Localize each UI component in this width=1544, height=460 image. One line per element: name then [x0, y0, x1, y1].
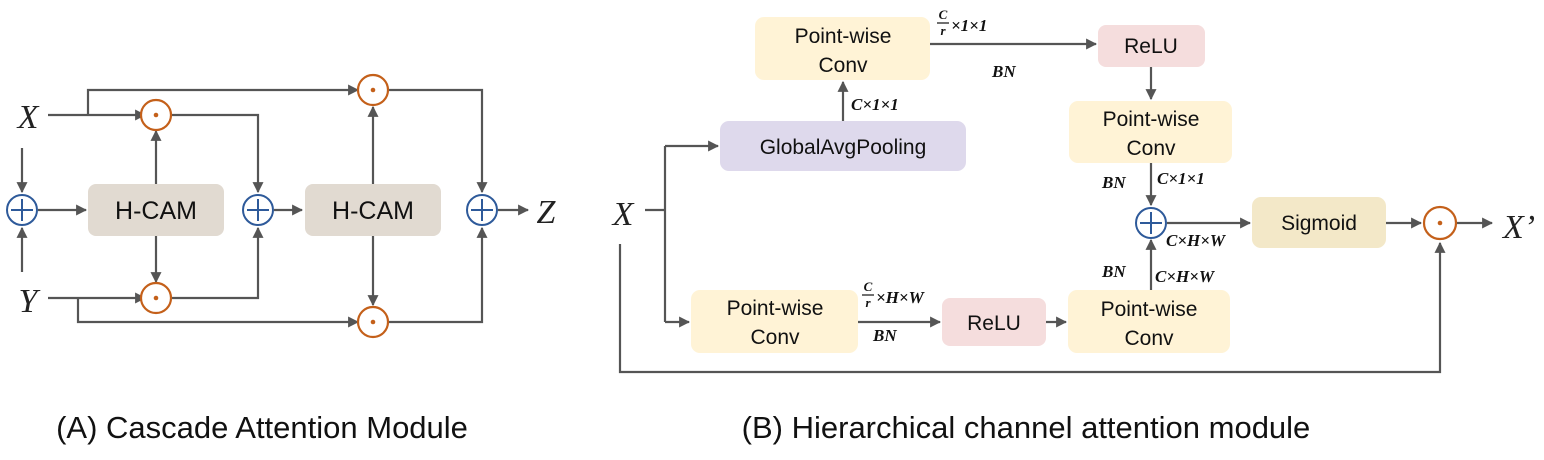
- panel-a: X Y Z H-CAM H-CAM: [6, 73, 557, 445]
- hcam-block-1: H-CAM: [88, 184, 224, 236]
- relu-bottom-bg: [942, 298, 1046, 346]
- annotation-c11-gap: C×1×1: [851, 95, 899, 114]
- input-x-label: X: [16, 99, 40, 136]
- annotation-frac-bot: C r ×H×W: [862, 279, 926, 310]
- add-operator-icon: [1135, 207, 1167, 239]
- sigmoid-label: Sigmoid: [1281, 212, 1357, 235]
- add-operator-icon: [6, 194, 38, 226]
- input-y-label: Y: [19, 283, 41, 320]
- connector: [172, 113, 264, 194]
- pointwise-conv-br-label-1: Point-wise: [1101, 298, 1198, 321]
- multiply-operator-icon: [1422, 205, 1458, 241]
- annotation-bn-bot: BN: [872, 326, 897, 345]
- add-operator-icon: [242, 194, 274, 226]
- pointwise-conv-block-mid: Point-wise Conv: [1069, 101, 1232, 163]
- annotation-bn-br: BN: [1101, 262, 1126, 281]
- pointwise-conv-top-label-2: Conv: [818, 54, 868, 77]
- pointwise-conv-bl-label-1: Point-wise: [727, 297, 824, 320]
- pointwise-conv-top-bg: [755, 17, 930, 80]
- multiply-operator-icon: [356, 73, 390, 107]
- hcam-block-2-bg: [305, 184, 441, 236]
- pointwise-conv-mid-label-1: Point-wise: [1103, 108, 1200, 131]
- relu-bottom-label: ReLU: [967, 312, 1021, 335]
- relu-block-bottom: ReLU: [942, 298, 1046, 346]
- pointwise-conv-br-bg: [1068, 290, 1230, 353]
- hcam-block-2: H-CAM: [305, 184, 441, 236]
- pointwise-conv-mid-bg: [1069, 101, 1232, 163]
- output-xprime-label: X’: [1501, 209, 1535, 246]
- connector: [86, 84, 360, 115]
- panel-a-caption: (A) Cascade Attention Module: [56, 410, 468, 445]
- multiply-operator-icon: [356, 305, 390, 339]
- annotation-c11-mid: C×1×1: [1157, 169, 1205, 188]
- annotation-bn-mid: BN: [1101, 173, 1126, 192]
- multiply-operator-icon: [139, 281, 173, 315]
- sigmoid-bg: [1252, 197, 1386, 248]
- pointwise-conv-block-bottom-left: Point-wise Conv: [691, 290, 858, 353]
- hcam-block-1-bg: [88, 184, 224, 236]
- output-z-label: Z: [537, 194, 557, 231]
- annotation-frac-top-den: r: [940, 23, 946, 38]
- add-operator-icon: [466, 194, 498, 226]
- connector: [389, 88, 488, 194]
- connector: [172, 226, 264, 300]
- pointwise-conv-top-label-1: Point-wise: [795, 25, 892, 48]
- global-avg-pooling-bg: [720, 121, 966, 171]
- hcam-block-1-label: H-CAM: [115, 197, 197, 225]
- annotation-chw-sum: C×H×W: [1166, 231, 1227, 250]
- relu-top-label: ReLU: [1124, 35, 1178, 58]
- annotation-frac-bot-den: r: [865, 295, 871, 310]
- pointwise-conv-mid-label-2: Conv: [1126, 137, 1176, 160]
- annotation-frac-bot-rest: ×H×W: [876, 288, 926, 307]
- annotation-frac-top: C r ×1×1: [937, 7, 987, 38]
- global-avg-pooling-label: GlobalAvgPooling: [760, 136, 927, 159]
- annotation-chw-br: C×H×W: [1155, 267, 1216, 286]
- connector: [389, 226, 488, 324]
- global-avg-pooling-block: GlobalAvgPooling: [720, 121, 966, 171]
- relu-block-top: ReLU: [1098, 25, 1205, 67]
- connector: [618, 241, 1446, 374]
- annotation-bn-top: BN: [991, 62, 1016, 81]
- relu-top-bg: [1098, 25, 1205, 67]
- panel-b-connectors: [618, 38, 1494, 374]
- connector: [76, 298, 360, 328]
- sigmoid-block: Sigmoid: [1252, 197, 1386, 248]
- hcam-block-2-label: H-CAM: [332, 197, 414, 225]
- panel-b: X X’ GlobalAvgPooling Point-wise Conv Re…: [611, 7, 1535, 445]
- pointwise-conv-block-top: Point-wise Conv: [755, 17, 930, 80]
- multiply-operator-icon: [139, 98, 173, 132]
- pointwise-conv-bl-label-2: Conv: [750, 326, 800, 349]
- pointwise-conv-bl-bg: [691, 290, 858, 353]
- input-x-label: X: [611, 196, 635, 233]
- panel-a-connectors: [16, 84, 530, 328]
- panel-b-caption: (B) Hierarchical channel attention modul…: [742, 410, 1311, 445]
- pointwise-conv-block-bottom-right: Point-wise Conv: [1068, 290, 1230, 353]
- pointwise-conv-br-label-2: Conv: [1124, 327, 1174, 350]
- annotation-frac-top-rest: ×1×1: [951, 16, 987, 35]
- annotation-frac-bot-num: C: [864, 279, 873, 294]
- annotation-frac-top-num: C: [939, 7, 948, 22]
